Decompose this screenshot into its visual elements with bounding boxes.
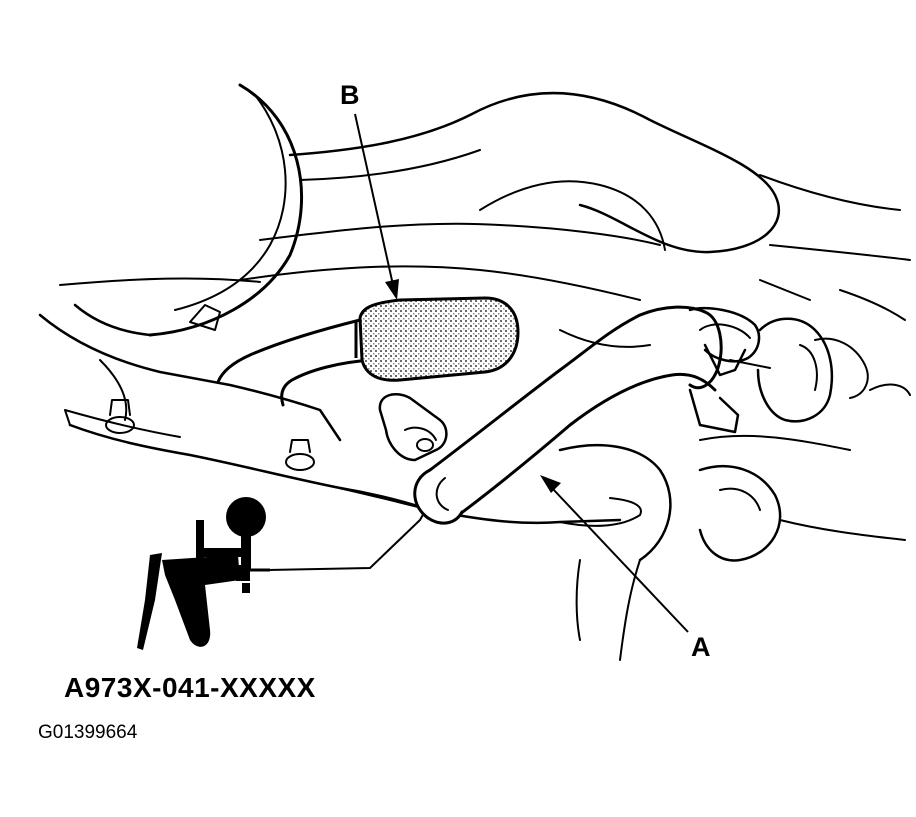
vacuum-pump-tool: [137, 497, 270, 650]
leader-b: [354, 113, 399, 300]
hose-clamp: [688, 306, 771, 434]
housing-clip: [189, 304, 221, 331]
leader-a: [540, 475, 689, 633]
hose-a: [413, 305, 723, 525]
mounting-plate: [38, 313, 642, 527]
tool-part-number: A973X-041-XXXXX: [64, 672, 316, 703]
round-housing: [73, 83, 303, 337]
filter-b: [354, 296, 520, 382]
valve-fitting: [378, 393, 448, 462]
callout-label-b: B: [340, 80, 360, 110]
callout-label-a: A: [691, 632, 711, 662]
background-contours: [59, 180, 911, 396]
upper-hose: [288, 91, 911, 261]
lower-assembly: [558, 434, 906, 661]
right-connector: [756, 317, 869, 423]
figure-id: G01399664: [38, 722, 138, 743]
